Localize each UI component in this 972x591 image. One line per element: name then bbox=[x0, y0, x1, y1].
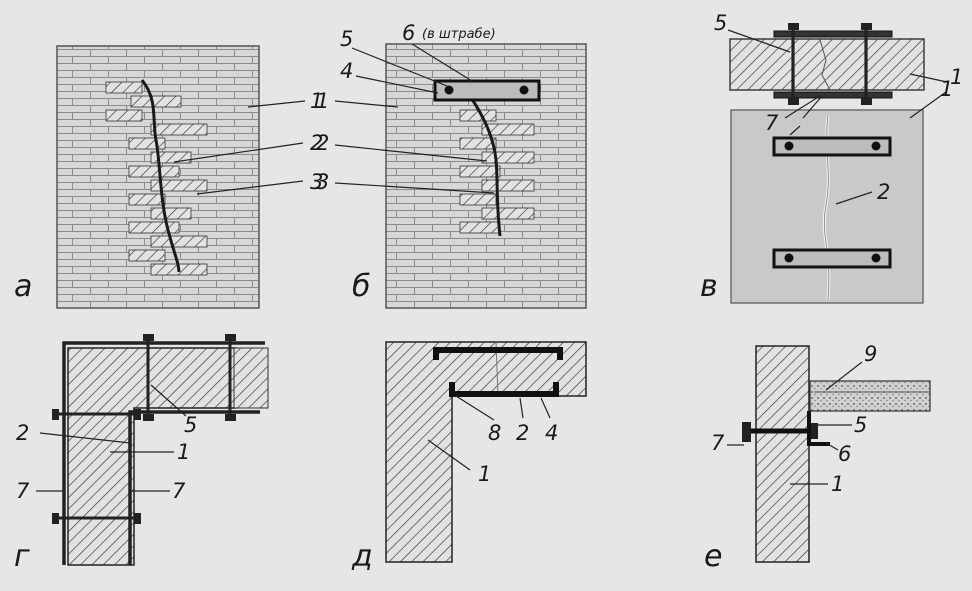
callout-e-1: 1 bbox=[831, 472, 844, 496]
callout-e-7: 7 bbox=[711, 431, 725, 455]
bolt-icon bbox=[444, 85, 454, 95]
bolt-icon bbox=[519, 85, 529, 95]
crack-section-v bbox=[819, 39, 831, 91]
anchor-plate-e bbox=[742, 422, 751, 442]
floor-slab-e bbox=[809, 380, 931, 412]
callout-v-1a: 1 bbox=[950, 65, 963, 89]
callout-v-5: 5 bbox=[714, 11, 727, 35]
callout-v-1b: 1 bbox=[940, 77, 953, 101]
wall-extension-g bbox=[233, 347, 269, 409]
nuts-v bbox=[788, 23, 872, 105]
callout-v-7: 7 bbox=[765, 111, 779, 135]
leader-lines-d bbox=[427, 395, 551, 471]
panel-g: 5 2 1 7 7 г bbox=[14, 334, 269, 574]
bolt-icon bbox=[871, 253, 881, 263]
steel-channel-bottom-d bbox=[449, 382, 559, 397]
plate-bottom-v bbox=[773, 91, 893, 99]
callout-b-4: 4 bbox=[340, 59, 353, 83]
panel-label-a: а bbox=[14, 269, 32, 304]
panel-a: 1 2 3 а bbox=[14, 45, 323, 309]
panel-label-g: г bbox=[14, 539, 30, 574]
wall-section-e bbox=[755, 345, 810, 563]
callout-d-4: 4 bbox=[545, 421, 558, 445]
panel-b: 5 4 6 (в штрабе) 1 2 3 б bbox=[316, 21, 587, 309]
leader-lines-e bbox=[727, 361, 863, 485]
panel-label-e: е bbox=[704, 539, 722, 574]
callout-e-6: 6 bbox=[838, 442, 851, 466]
callout-g-7a: 7 bbox=[16, 479, 30, 503]
callout-b-6: 6 bbox=[402, 21, 415, 45]
bolt-icon bbox=[784, 253, 794, 263]
wall-corner-section-g bbox=[67, 347, 237, 566]
callout-a-2: 2 bbox=[310, 131, 323, 155]
callout-d-1: 1 bbox=[478, 462, 491, 486]
panel-label-v: в bbox=[700, 269, 718, 304]
callout-d-8: 8 bbox=[488, 421, 501, 445]
leader-lines-g bbox=[36, 384, 187, 492]
nuts-g bbox=[52, 334, 236, 524]
crack-line-a bbox=[140, 79, 181, 273]
callout-a-1: 1 bbox=[310, 89, 323, 113]
steel-channel-top-d bbox=[433, 347, 563, 360]
tie-bolts-v bbox=[791, 26, 868, 103]
callout-g-7b: 7 bbox=[172, 479, 186, 503]
panel-label-d: д bbox=[351, 539, 373, 574]
wall-section-v bbox=[729, 38, 925, 91]
wall-section-d bbox=[385, 341, 587, 563]
callout-b-2: 2 bbox=[316, 131, 329, 155]
steel-bracket-e bbox=[807, 411, 830, 446]
panel-e: 9 5 6 7 1 е bbox=[704, 342, 931, 574]
panel-v: 5 1 1 7 2 в bbox=[700, 11, 963, 304]
leader-lines-b bbox=[334, 43, 495, 194]
leader-lines-v bbox=[727, 29, 948, 205]
nut-e bbox=[809, 423, 818, 439]
bolt-icon bbox=[784, 141, 794, 151]
callout-e-9: 9 bbox=[864, 342, 877, 366]
callout-g-2: 2 bbox=[16, 421, 29, 445]
inserted-bricks-b bbox=[459, 109, 535, 234]
callout-d-2: 2 bbox=[516, 421, 529, 445]
steel-plate-lower-v bbox=[772, 248, 892, 269]
bolt-icon bbox=[871, 141, 881, 151]
steel-plate-upper-v bbox=[772, 136, 892, 157]
callout-b-3: 3 bbox=[316, 170, 329, 194]
steel-angle-inner-g bbox=[128, 410, 260, 565]
callout-g-5: 5 bbox=[184, 413, 197, 437]
leader-lines-a bbox=[173, 100, 306, 195]
panel-d: 8 2 4 1 д bbox=[351, 341, 587, 574]
callout-b-1: 1 bbox=[316, 89, 329, 113]
panel-label-b: б bbox=[352, 269, 371, 304]
callout-a-3: 3 bbox=[310, 170, 323, 194]
callout-b-5: 5 bbox=[340, 27, 353, 51]
crack-line-b bbox=[468, 95, 502, 237]
plate-top-v bbox=[773, 30, 893, 38]
callout-g-1: 1 bbox=[177, 440, 190, 464]
callout-b-note: (в штрабе) bbox=[422, 27, 496, 42]
tie-rods-g bbox=[54, 336, 232, 520]
callout-v-2: 2 bbox=[877, 180, 890, 204]
steel-plate-b bbox=[433, 79, 541, 102]
callout-e-5: 5 bbox=[854, 413, 867, 437]
